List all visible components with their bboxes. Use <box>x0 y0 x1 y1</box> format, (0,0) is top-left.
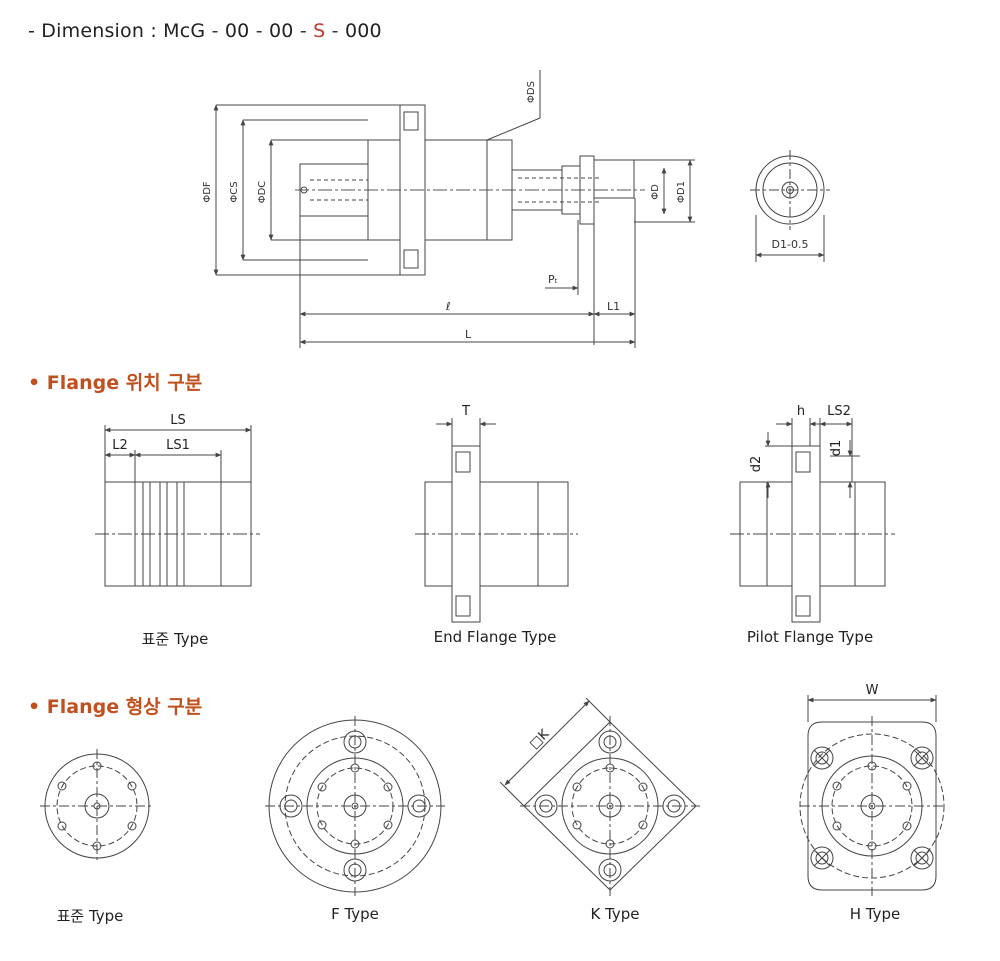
label-k: □K <box>527 727 553 753</box>
shape-k-drawing <box>499 697 700 896</box>
caption-h-type: H Type <box>849 905 901 923</box>
label-t: T <box>461 404 470 419</box>
main-flange-bolt-bottom <box>403 249 419 269</box>
label-ls2: LS2 <box>827 404 851 419</box>
label-ds: ΦDS <box>526 81 537 103</box>
label-d2-pilot: d2 <box>749 456 764 473</box>
label-dc: ΦDC <box>257 181 268 204</box>
code-part-mcg: McG <box>163 20 206 42</box>
label-d: ΦD <box>650 184 661 200</box>
code-part-00-b: 00 <box>269 20 294 42</box>
label-l2: L2 <box>112 438 128 453</box>
code-sep-1: - <box>205 20 225 42</box>
position-end-drawing <box>415 418 578 623</box>
caption-end-flange: End Flange Type <box>433 628 557 646</box>
code-part-s: S <box>313 20 326 42</box>
caption-f-type: F Type <box>331 905 379 923</box>
label-ls: LS <box>170 413 186 428</box>
label-cs: ΦCS <box>229 181 240 202</box>
caption-pilot-flange: Pilot Flange Type <box>746 628 874 646</box>
dimension-title: - Dimension : McG - 00 - 00 - S - 000 <box>28 20 382 42</box>
label-h: h <box>797 404 805 419</box>
code-sep-3: - <box>293 20 314 42</box>
label-l1: L1 <box>607 300 620 313</box>
label-l-small: ℓ <box>445 300 451 313</box>
label-end-dim: D1-0.5 <box>772 238 809 251</box>
label-l-total: L <box>465 328 472 341</box>
shape-f-drawing <box>265 716 445 896</box>
main-inner-shaft <box>299 163 369 217</box>
caption-standard-shape: 표준 Type <box>56 907 124 925</box>
shape-h-drawing <box>799 695 945 896</box>
label-ls1: LS1 <box>166 438 190 453</box>
section-flange-position: • Flange 위치 구분 <box>28 372 203 394</box>
caption-standard-position: 표준 Type <box>141 630 209 648</box>
label-d1-pilot: d1 <box>829 440 844 457</box>
code-part-000: 000 <box>344 20 382 42</box>
code-sep-2: - <box>249 20 270 42</box>
position-standard-drawing <box>95 425 260 587</box>
main-flange-bolt-top <box>403 111 419 131</box>
position-pilot-drawing <box>730 418 895 623</box>
label-d1: ΦD1 <box>676 181 687 203</box>
dimension-prefix: - Dimension : <box>28 20 164 42</box>
label-df: ΦDF <box>202 181 213 203</box>
label-pitch: Pₜ <box>548 273 558 286</box>
main-side-view <box>213 70 695 348</box>
main-end-view <box>750 150 830 262</box>
code-part-00-a: 00 <box>224 20 250 42</box>
section-flange-shape: • Flange 형상 구분 <box>28 696 203 718</box>
label-w: W <box>866 683 879 698</box>
main-screw-end <box>593 159 635 199</box>
caption-k-type: K Type <box>590 905 640 923</box>
code-sep-4: - <box>325 20 345 42</box>
shape-standard-drawing <box>40 749 154 863</box>
